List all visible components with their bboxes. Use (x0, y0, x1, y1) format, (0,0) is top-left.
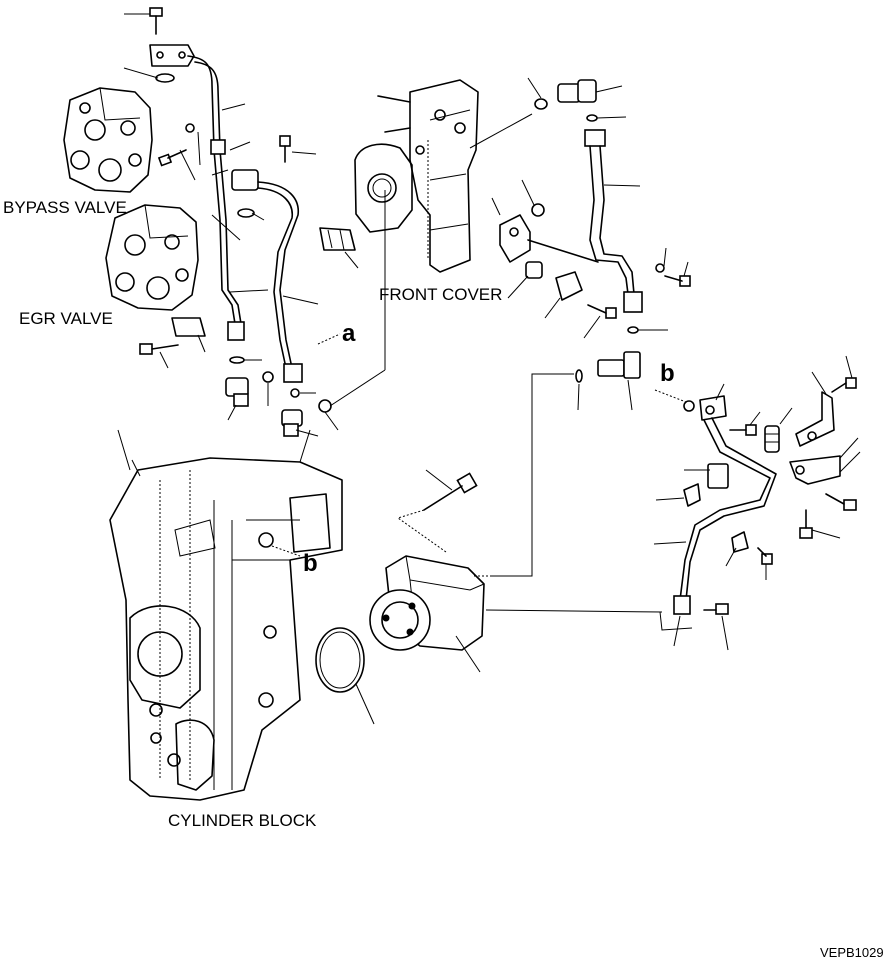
cylinder-block-label: CYLINDER BLOCK (168, 811, 317, 830)
elbow-fitting-lower (281, 409, 319, 437)
clamp-rubber (764, 407, 793, 453)
o-ring-top-right (534, 98, 548, 110)
washer-bolt-right (655, 247, 691, 287)
ref-letter-b-top: b (660, 360, 675, 387)
elbow-connector-top-right (557, 79, 623, 103)
gasket-bypass (155, 73, 175, 83)
pipe-egr-frontcover (231, 169, 303, 383)
bypass-valve-label: BYPASS VALVE (3, 198, 127, 217)
bolt-right-2 (729, 411, 761, 436)
bolt-lower-left (139, 343, 179, 369)
spacer (525, 261, 543, 279)
bracket-right-top (795, 355, 857, 447)
pipe-right-lower (673, 395, 777, 615)
front-cover (354, 79, 479, 273)
clamp-b (171, 317, 206, 353)
elbow-connector-b (597, 351, 641, 411)
bracket-right-mid (789, 437, 861, 485)
bracket-front (491, 197, 531, 263)
clamp-a (319, 227, 359, 269)
bolt-pipe-clamp (279, 135, 317, 163)
clamp-block (684, 463, 729, 489)
bolt-pump (396, 469, 478, 553)
ref-letter-a: a (342, 320, 356, 347)
pipe-bypass-egr (187, 55, 245, 341)
clamp-right (544, 271, 583, 319)
pipe-right-upper (584, 129, 643, 313)
ref-letter-b-block: b (303, 550, 318, 577)
water-pump (369, 555, 485, 673)
bypass-valve-body (63, 87, 153, 193)
bolt-right-1 (583, 304, 617, 339)
drawing-code: VEPB1029 (820, 945, 884, 960)
bolt-bottom-right (703, 603, 729, 651)
bolt-mid (157, 149, 187, 167)
bolt-right-3 (825, 493, 857, 511)
nut-upper (521, 179, 545, 217)
front-cover-label: FRONT COVER (379, 285, 503, 304)
pump-gasket (315, 627, 375, 725)
bolt-top (124, 7, 163, 35)
egr-valve-label: EGR VALVE (19, 309, 113, 328)
egr-valve-body (105, 204, 199, 311)
clip-1 (655, 483, 701, 507)
bolt-clip (757, 547, 773, 580)
cylinder-block (109, 429, 343, 801)
bolt-right-4 (799, 509, 841, 539)
elbow-fitting-left (225, 377, 249, 421)
bypass-valve-flange (149, 44, 195, 67)
clip-2 (725, 531, 749, 567)
bolt-front-cover-top (377, 95, 411, 133)
